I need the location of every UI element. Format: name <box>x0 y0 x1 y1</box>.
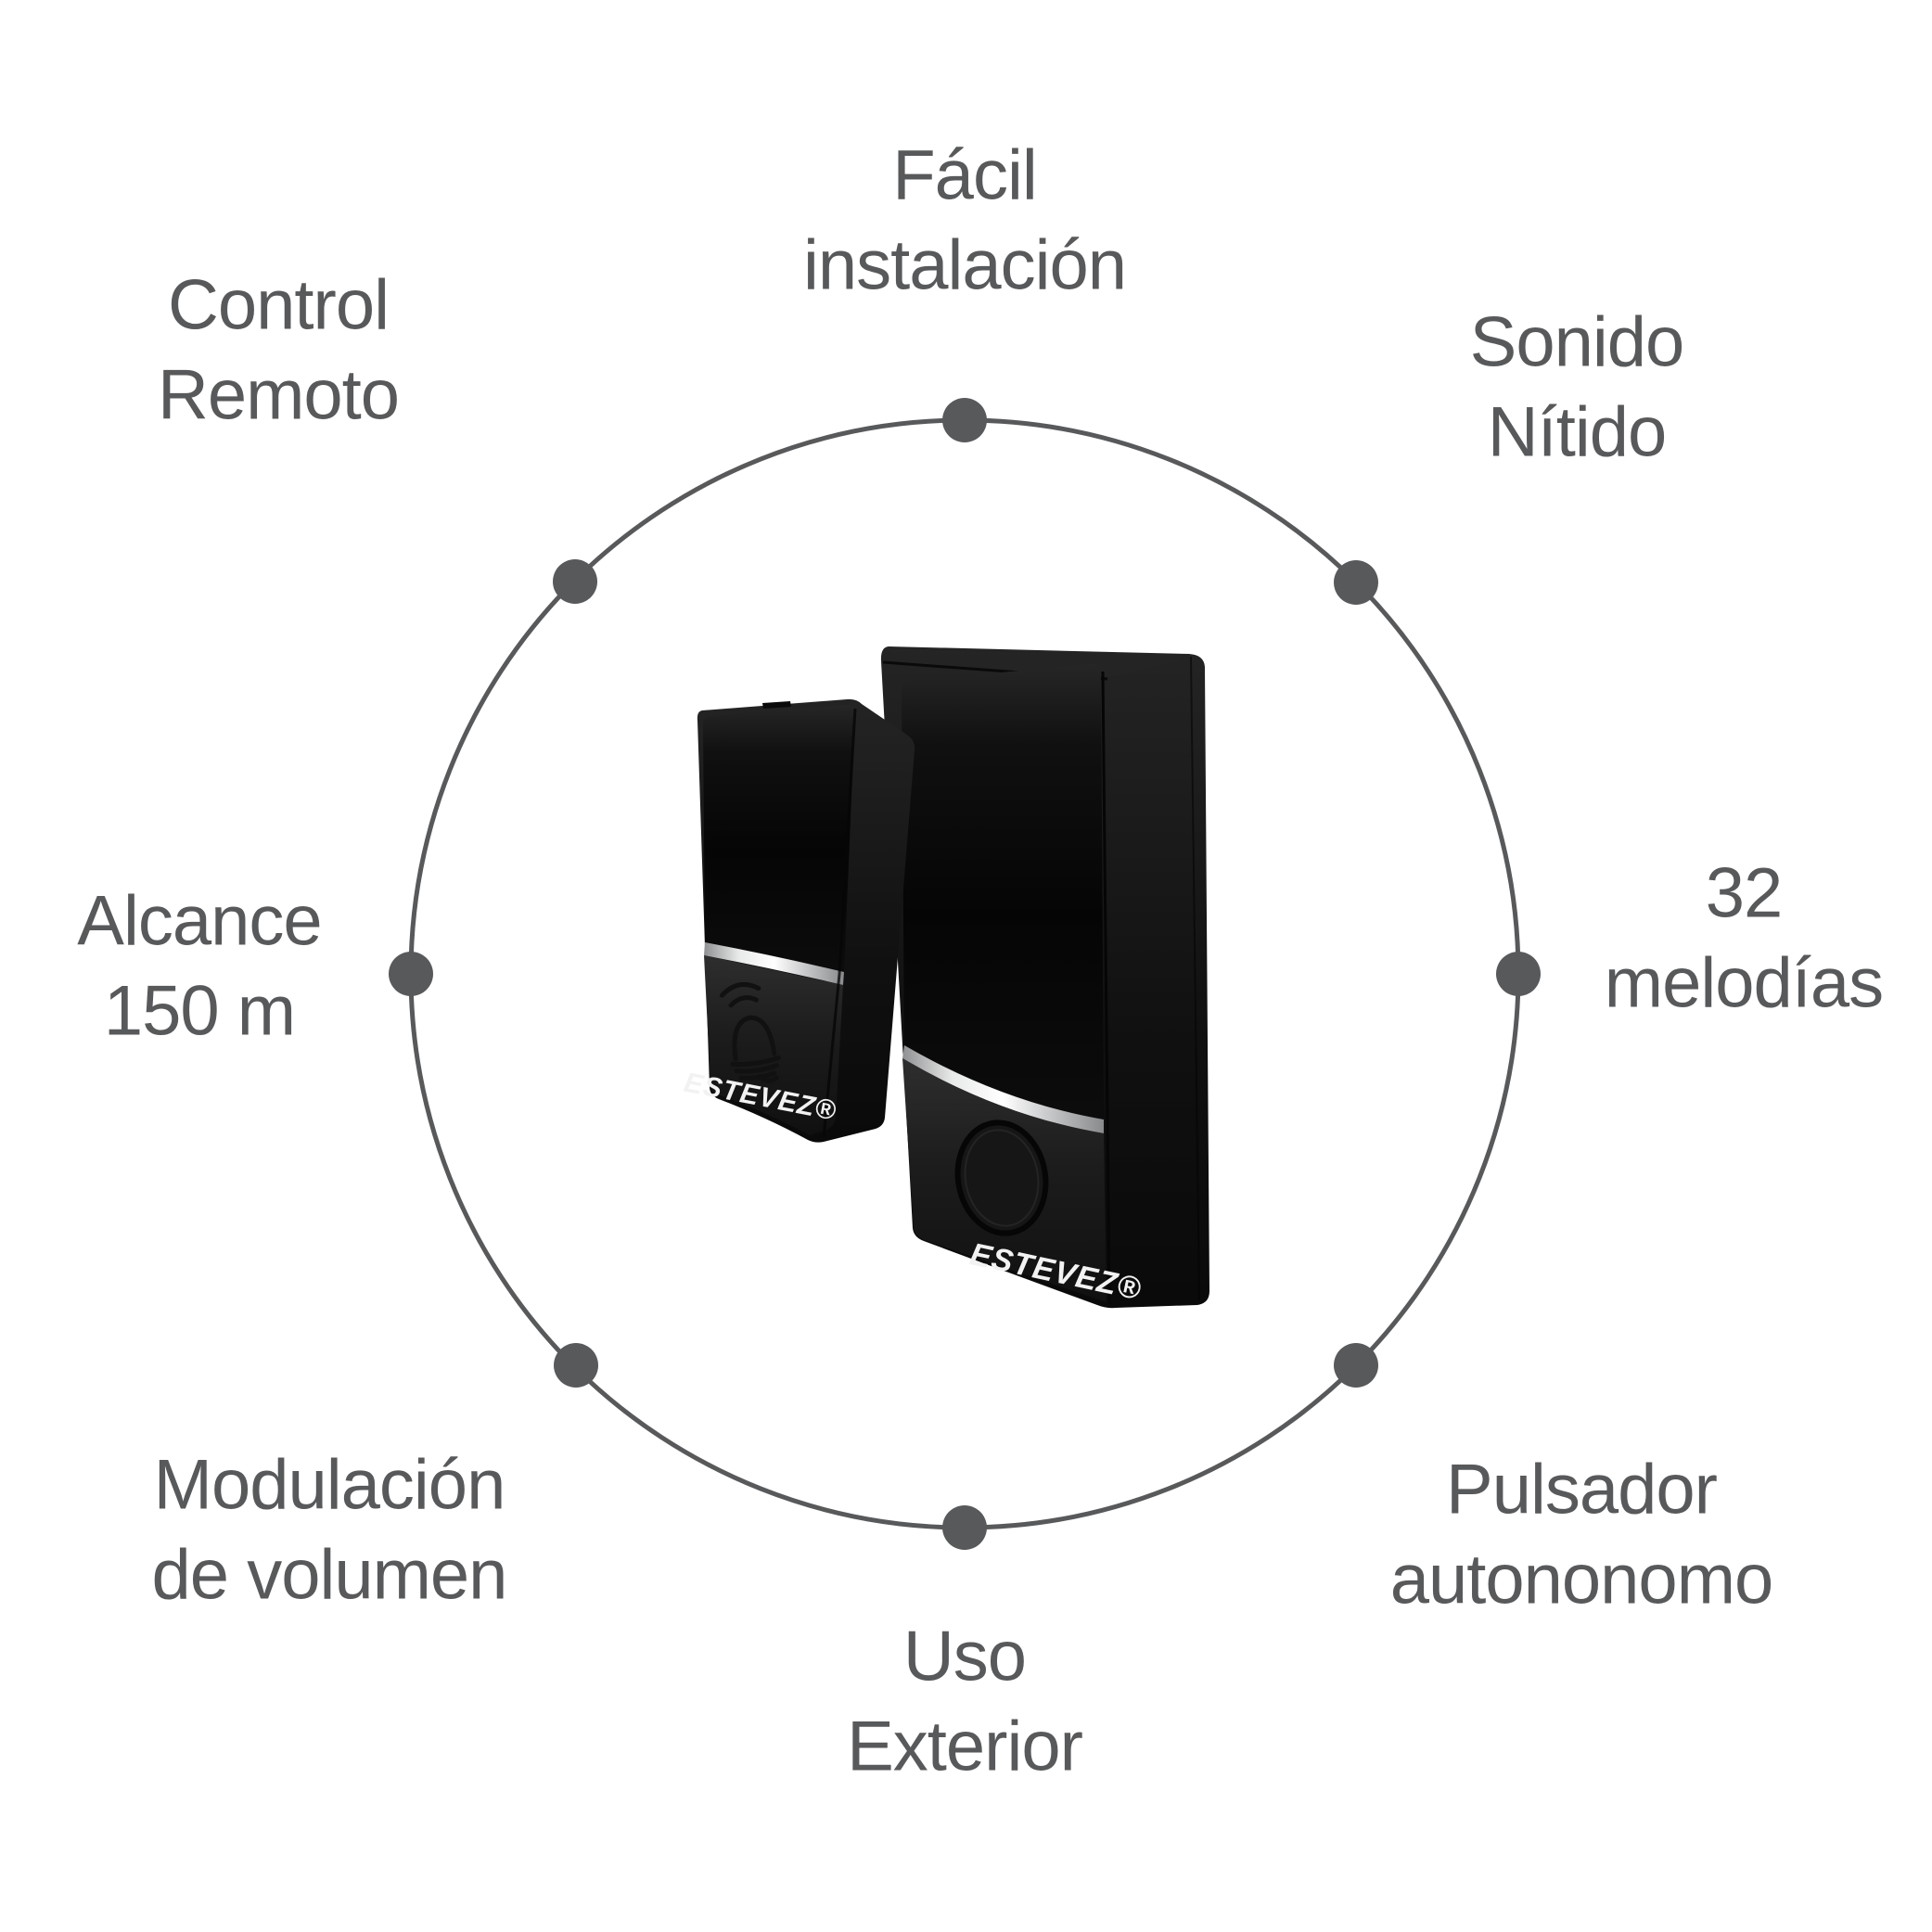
receiver-glossy-panel <box>901 663 1104 1120</box>
circle-dot-top <box>942 398 987 442</box>
feature-label-line: de volumen <box>151 1536 508 1615</box>
feature-label-line: instalación <box>802 226 1127 305</box>
product-image: ESTEVEZ® EST <box>682 646 1209 1309</box>
feature-label-sonido-nitido: Sonido Nítido <box>1469 298 1685 479</box>
feature-label-modulacion-volumen: Modulación de volumen <box>151 1440 508 1621</box>
circle-dot-bottom-left <box>554 1343 598 1388</box>
receiver-button <box>954 1120 1049 1236</box>
feature-label-line: autononomo <box>1389 1541 1774 1619</box>
feature-label-pulsador-autonomo: Pulsador autononomo <box>1389 1445 1774 1626</box>
feature-label-line: 32 <box>1705 853 1784 933</box>
circle-dot-bottom-right <box>1334 1343 1378 1388</box>
circle-dot-top-left <box>553 559 597 604</box>
transmitter-glossy-panel <box>702 704 855 972</box>
receiver-silver-stripe <box>902 1045 1104 1133</box>
doorbell-receiver: ESTEVEZ® <box>880 646 1209 1309</box>
doorbell-transmitter: ESTEVEZ® <box>682 698 915 1143</box>
feature-label-line: Pulsador <box>1446 1450 1718 1529</box>
circle-dot-bottom <box>942 1505 987 1550</box>
feature-label-facil-instalacion: Fácil instalación <box>802 131 1127 312</box>
feature-label-uso-exterior: Uso Exterior <box>847 1612 1083 1793</box>
feature-label-32-melodias: 32 melodías <box>1604 849 1884 1030</box>
receiver-top-face <box>889 649 1188 677</box>
feature-label-line: Remoto <box>157 356 400 435</box>
feature-label-line: Control <box>168 265 390 345</box>
feature-label-alcance-150m: Alcance 150 m <box>77 876 322 1057</box>
feature-label-line: Fácil <box>892 135 1037 215</box>
feature-label-line: 150 m <box>103 972 296 1051</box>
circle-dot-top-right <box>1334 560 1378 605</box>
feature-label-line: Nítido <box>1487 393 1668 472</box>
feature-label-line: melodías <box>1604 944 1884 1023</box>
feature-label-line: Modulación <box>153 1445 506 1525</box>
receiver-side-edge-seam <box>1190 656 1200 1301</box>
transmitter-top-notch <box>762 701 791 709</box>
feature-label-line: Exterior <box>847 1708 1083 1786</box>
feature-label-line: Sonido <box>1469 302 1685 382</box>
feature-label-line: Uso <box>902 1617 1027 1696</box>
transmitter-front-side-seam <box>822 708 857 1138</box>
circle-dot-left <box>389 952 433 996</box>
bell-wireless-icon <box>719 981 781 1083</box>
feature-label-control-remoto: Control Remoto <box>157 261 400 441</box>
receiver-front-side-seam <box>1101 671 1111 1305</box>
circle-dot-right <box>1496 952 1541 996</box>
transmitter-silver-stripe <box>704 942 844 985</box>
feature-label-line: Alcance <box>77 881 322 961</box>
